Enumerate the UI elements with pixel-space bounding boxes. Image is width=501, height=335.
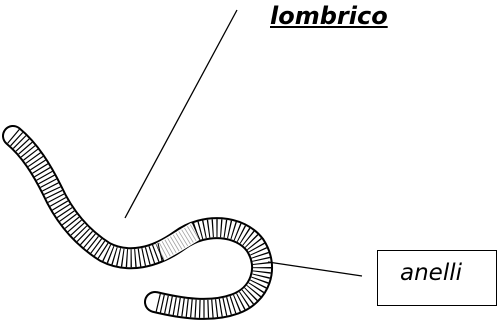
earthworm-illustration — [13, 136, 262, 309]
worm-label: lombrico — [270, 2, 388, 30]
rings-leader-line — [268, 262, 362, 276]
rings-label: anelli — [400, 260, 462, 286]
worm-leader-line — [125, 10, 237, 218]
